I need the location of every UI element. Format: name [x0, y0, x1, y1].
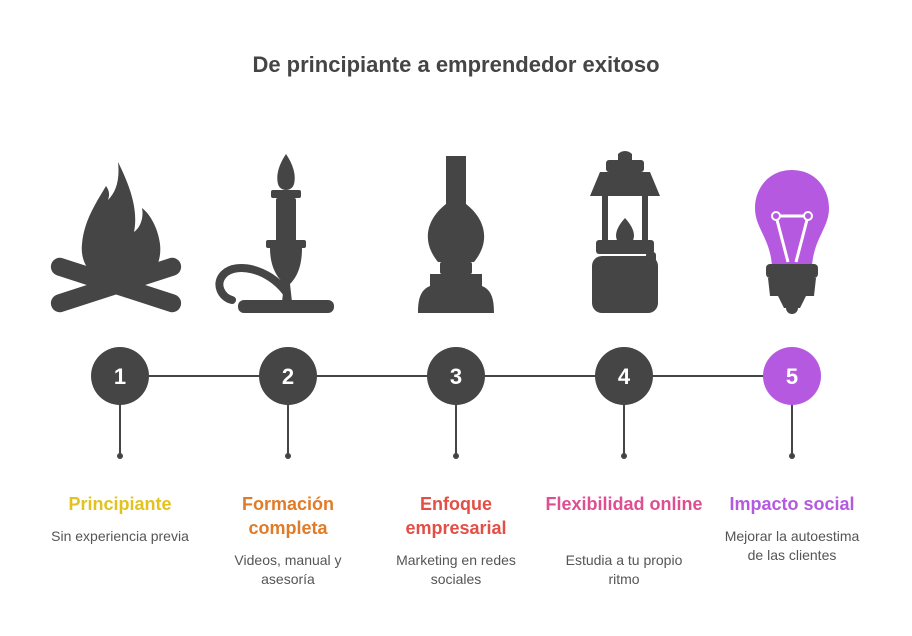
step-circle-1 [91, 347, 149, 405]
step-description-2: Videos, manual y asesoría [234, 552, 342, 587]
step-number-1: 1 [114, 364, 126, 389]
step-description-4: Estudia a tu propio ritmo [565, 552, 683, 587]
step-label-2: Formación completa [241, 494, 334, 538]
step-circle-2 [259, 347, 317, 405]
step-description-5: Mejorar la autoestima de las clientes [724, 528, 860, 563]
campfire-icon [50, 162, 182, 313]
step-number-2: 2 [282, 364, 294, 389]
lantern-icon [590, 151, 660, 313]
step-number-5: 5 [786, 364, 798, 389]
step-label-5: Impacto social [729, 494, 855, 514]
step-description-3: Marketing en redes sociales [396, 552, 516, 587]
step-label-3: Enfoque empresarial [405, 494, 507, 538]
step-stem-dot [789, 453, 795, 459]
step-number-3: 3 [450, 364, 462, 389]
page-title: De principiante a emprendedor exitoso [252, 52, 660, 77]
step-stem-dot [453, 453, 459, 459]
oil-lamp-icon [418, 156, 494, 313]
step-circle-5 [763, 347, 821, 405]
step-circle-3 [427, 347, 485, 405]
step-stem-dot [285, 453, 291, 459]
step-stem-dot [117, 453, 123, 459]
step-circle-4 [595, 347, 653, 405]
step-description-1: Sin experiencia previa [51, 528, 189, 544]
step-stem-dot [621, 453, 627, 459]
step-label-1: Principiante [68, 494, 172, 514]
light-bulb-icon [755, 170, 829, 314]
step-label-4: Flexibilidad online [545, 494, 703, 514]
candle-icon [215, 154, 334, 313]
step-number-4: 4 [618, 364, 631, 389]
